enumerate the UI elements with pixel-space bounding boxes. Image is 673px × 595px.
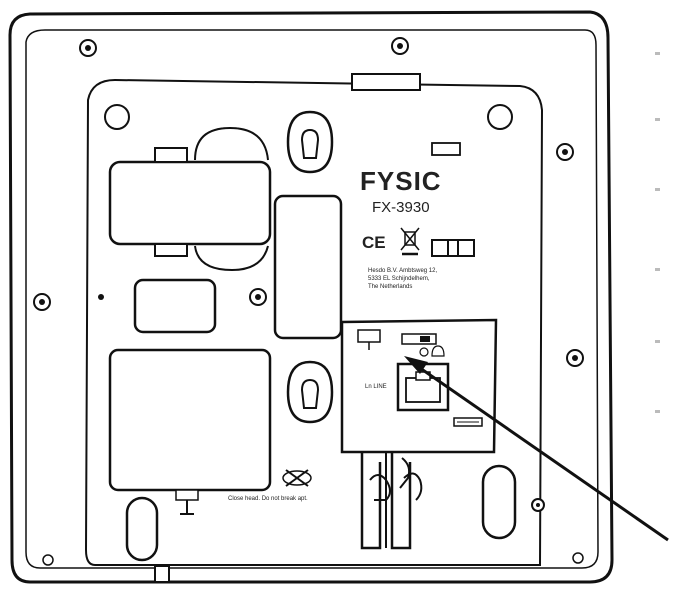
label-tab — [431, 142, 461, 156]
dip-switch-right — [401, 333, 437, 345]
pad-round-top — [194, 126, 269, 161]
weee-bin-icon — [400, 227, 420, 256]
screw-bottom-right — [531, 498, 545, 512]
dip-switch-right-knob — [420, 336, 430, 342]
callout-arrowhead — [404, 356, 428, 374]
keyhole-slot-bottom — [286, 360, 334, 424]
slot-bottom-right — [481, 464, 517, 540]
warning-text: Close head. Do not break apt. — [228, 496, 308, 502]
warning-crossed-icon — [282, 469, 312, 487]
address-line-3: The Netherlands — [368, 284, 412, 290]
address-line-1: Hesdo B.V. Ambtsweg 12, — [368, 268, 437, 274]
pad-bottom-left — [108, 348, 272, 492]
address-line-2: 5333 EL Schijndelhem, — [368, 276, 430, 282]
callout-arrow-line — [419, 366, 669, 542]
screw-right-upper — [556, 143, 574, 161]
bottom-notch — [154, 565, 170, 583]
pad-tab-top — [154, 147, 188, 163]
top-tab — [351, 73, 421, 91]
base-inner-rim — [25, 29, 599, 569]
bottom-post — [175, 489, 199, 515]
dip-switch-left — [357, 329, 381, 343]
pad-top-left — [108, 160, 272, 246]
plate-hole-right — [487, 104, 513, 130]
screw-center-left — [249, 288, 267, 306]
screw-bottom-left — [42, 554, 54, 566]
slot-bottom-left — [125, 496, 159, 562]
pad-round-bottom — [194, 245, 269, 272]
volume-dial-icon — [419, 347, 429, 357]
screw-left-middle — [33, 293, 51, 311]
screw-top-center — [391, 37, 409, 55]
keyhole-slot-top — [286, 110, 334, 174]
center-rect — [273, 194, 343, 340]
plate-hole-left — [104, 104, 130, 130]
inner-plate-outline — [84, 78, 544, 566]
small-hole-left — [98, 294, 104, 300]
ce-mark: CE — [362, 233, 386, 252]
screw-bottom-far-right — [572, 552, 584, 564]
screw-top-left — [79, 39, 97, 57]
pad-small — [133, 278, 217, 334]
cable-channel-right — [390, 452, 423, 550]
screw-right-middle — [566, 349, 584, 367]
model-number: FX-3930 — [372, 199, 430, 216]
pad-tab-bottom — [154, 243, 188, 257]
port-label: Ln LINE — [365, 384, 387, 390]
brand-logo: FYSIC — [360, 166, 442, 196]
bell-icon — [431, 345, 445, 357]
rating-label-icon — [431, 239, 475, 257]
margin-marks — [655, 52, 660, 413]
